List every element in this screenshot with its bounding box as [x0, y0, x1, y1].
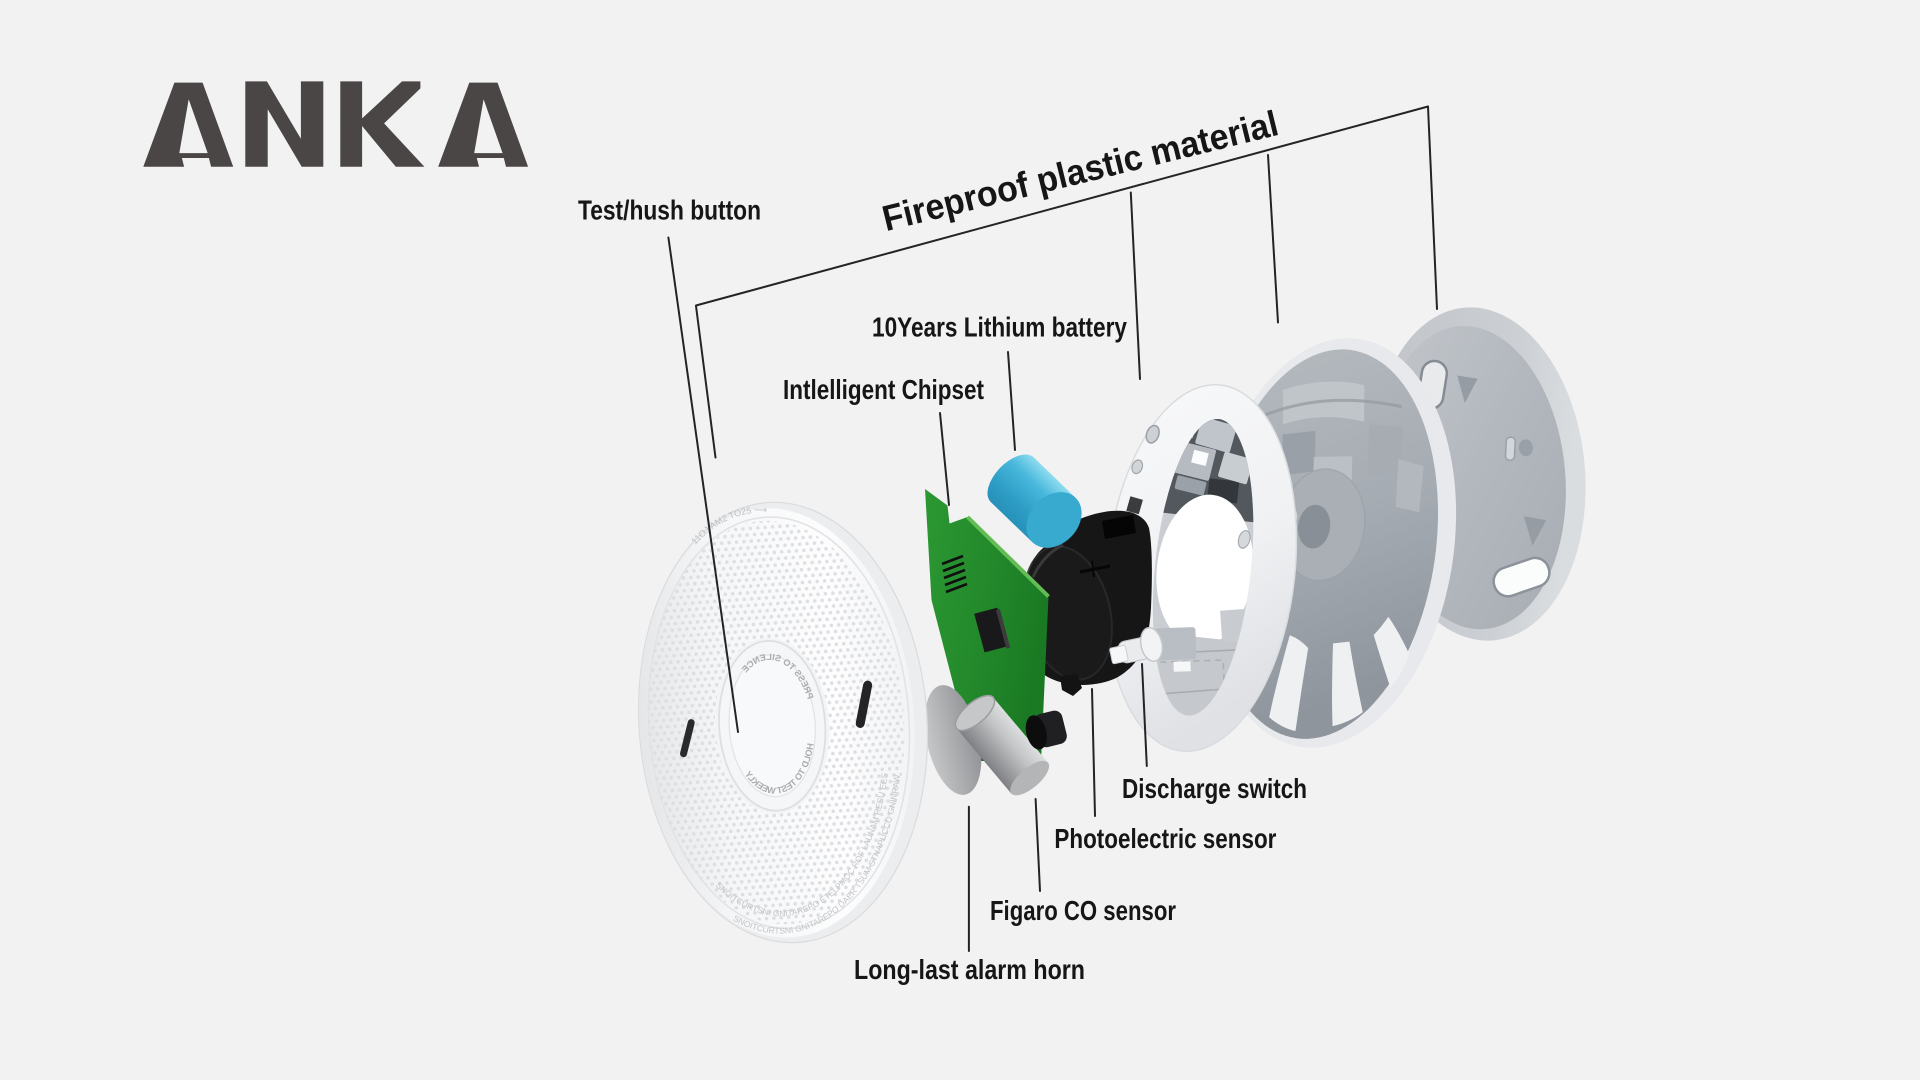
- svg-text:Long-last alarm horn: Long-last alarm horn: [854, 954, 1085, 985]
- svg-text:Test/hush button: Test/hush button: [578, 195, 761, 226]
- svg-text:Figaro CO sensor: Figaro CO sensor: [990, 895, 1176, 926]
- svg-text:Intlelligent Chipset: Intlelligent Chipset: [783, 374, 984, 405]
- svg-text:10Years Lithium battery: 10Years Lithium battery: [872, 312, 1127, 343]
- svg-text:Discharge switch: Discharge switch: [1122, 773, 1307, 804]
- svg-text:Photoelectric sensor: Photoelectric sensor: [1054, 823, 1276, 854]
